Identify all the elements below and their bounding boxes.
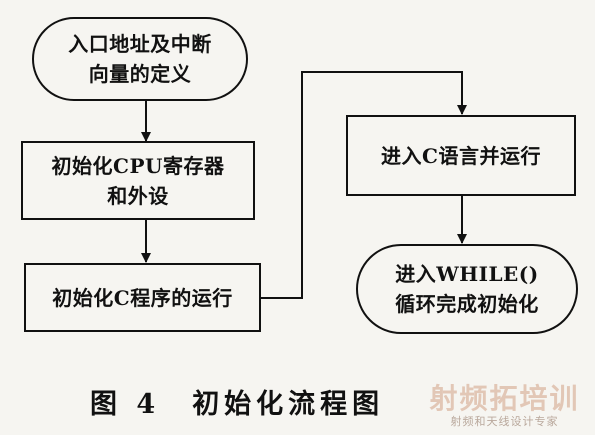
init-cpu-box-shape	[21, 141, 255, 220]
init-cpu-text-line1: 初始化CPU寄存器	[51, 153, 225, 178]
start-terminator: 入口地址及中断 向量的定义	[33, 18, 247, 100]
figure-number: 图 4	[90, 389, 161, 420]
init-cpu-text-line2: 和外设	[107, 183, 169, 208]
start-text-line2: 向量的定义	[88, 62, 192, 86]
figure-caption: 图 4 初始化流程图	[90, 382, 430, 421]
end-terminator-shape	[356, 244, 578, 334]
enter-c-text: 进入C语言并运行	[381, 143, 541, 168]
watermark-main: 射频拓培训	[429, 382, 580, 415]
init-c-text: 初始化C程序的运行	[52, 285, 233, 310]
start-terminator-shape	[32, 17, 248, 101]
end-terminator: 进入WHILE() 循环完成初始化	[357, 245, 577, 333]
end-text-line2: 循环完成初始化	[395, 292, 539, 316]
enter-c-box: 进入C语言并运行	[347, 116, 575, 195]
arrow-init-c-to-enter-c	[260, 71, 467, 299]
init-cpu-box: 初始化CPU寄存器 和外设	[22, 142, 254, 219]
start-text-line1: 入口地址及中断	[68, 32, 212, 56]
end-text-line1: 进入WHILE()	[395, 262, 539, 286]
watermark-sub: 射频和天线设计专家	[450, 415, 559, 428]
init-c-box: 初始化C程序的运行	[25, 264, 260, 331]
figure-title: 初始化流程图	[192, 389, 385, 420]
watermark: 射频拓培训 射频和天线设计专家	[422, 383, 587, 429]
